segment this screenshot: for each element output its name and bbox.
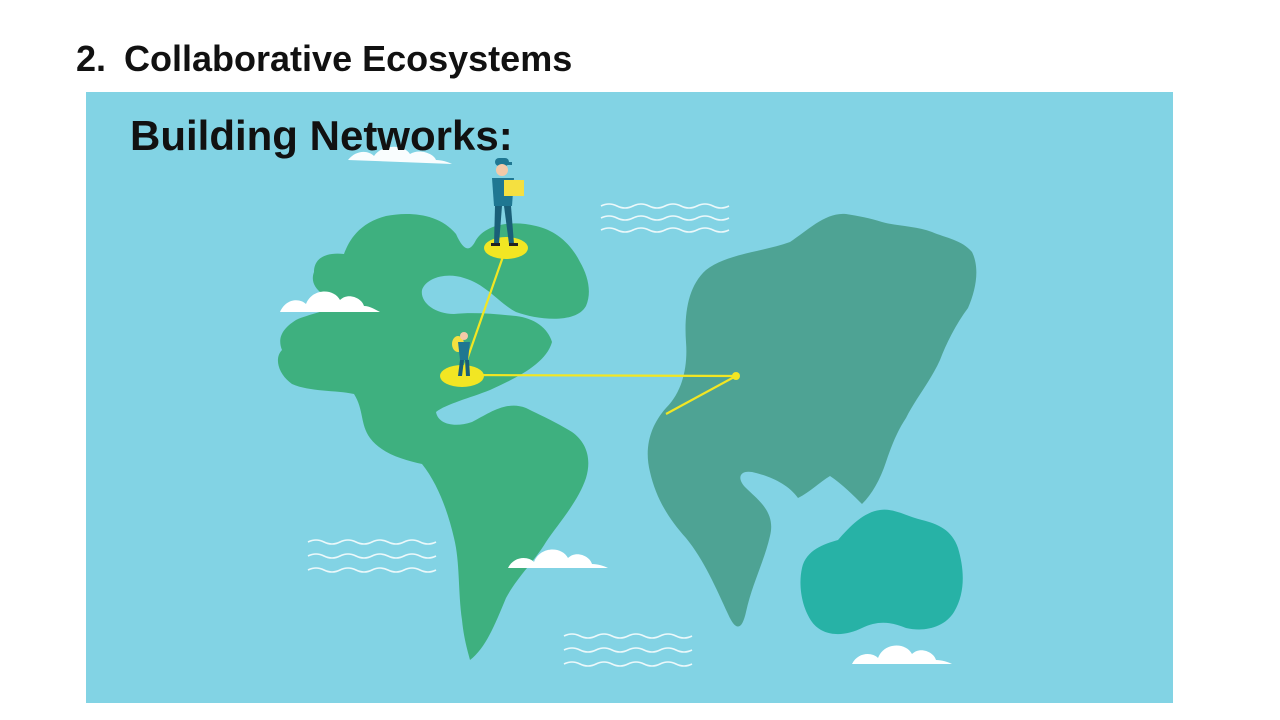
person-with-backpack-icon [452,332,470,376]
slide-subtitle: Building Networks: [130,112,513,159]
slide-number: 2. [76,38,107,79]
cloud-icon [852,645,952,664]
world-map-illustration [86,92,1173,703]
wave-icon [563,633,693,667]
cloud-icon [280,291,380,312]
americas-landmass [277,213,589,660]
connector-endpoint [732,372,740,380]
connector-line [460,247,508,375]
network-node [484,237,528,259]
slide-title-text: Collaborative Ecosystems [124,38,573,79]
cloud-icon [348,146,452,164]
slide-title: 2. Collaborative Ecosystems [76,38,572,80]
wave-icon [307,539,437,573]
oceania-landmass [800,509,963,635]
person-holding-package-icon [491,158,524,246]
wave-icon [600,203,730,233]
world-map [86,92,1173,703]
ocean-background [86,92,1173,703]
connector-line [665,375,737,415]
old-world-landmass [647,213,977,627]
cloud-icon [508,549,608,568]
network-connections [460,247,737,415]
connector-line [461,373,737,378]
